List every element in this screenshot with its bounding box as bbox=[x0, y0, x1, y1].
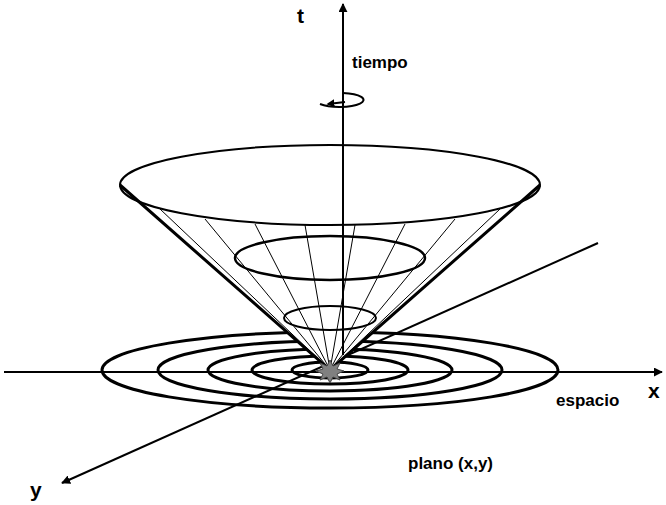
axis-name: t bbox=[297, 4, 304, 27]
axis-name: x bbox=[648, 379, 660, 402]
plane-caption: plano (x,y) bbox=[408, 455, 493, 474]
origin-event bbox=[316, 360, 344, 383]
rotation-arc bbox=[320, 93, 364, 107]
axis-caption: tiempo bbox=[352, 54, 408, 73]
t-axis bbox=[342, 4, 344, 355]
rotation-arrowhead bbox=[328, 102, 345, 104]
axis-name: y bbox=[30, 478, 42, 501]
cone-sections bbox=[120, 145, 540, 330]
cone-generators bbox=[160, 209, 500, 370]
axis-caption: espacio bbox=[556, 392, 619, 411]
cone-outline bbox=[120, 185, 540, 370]
